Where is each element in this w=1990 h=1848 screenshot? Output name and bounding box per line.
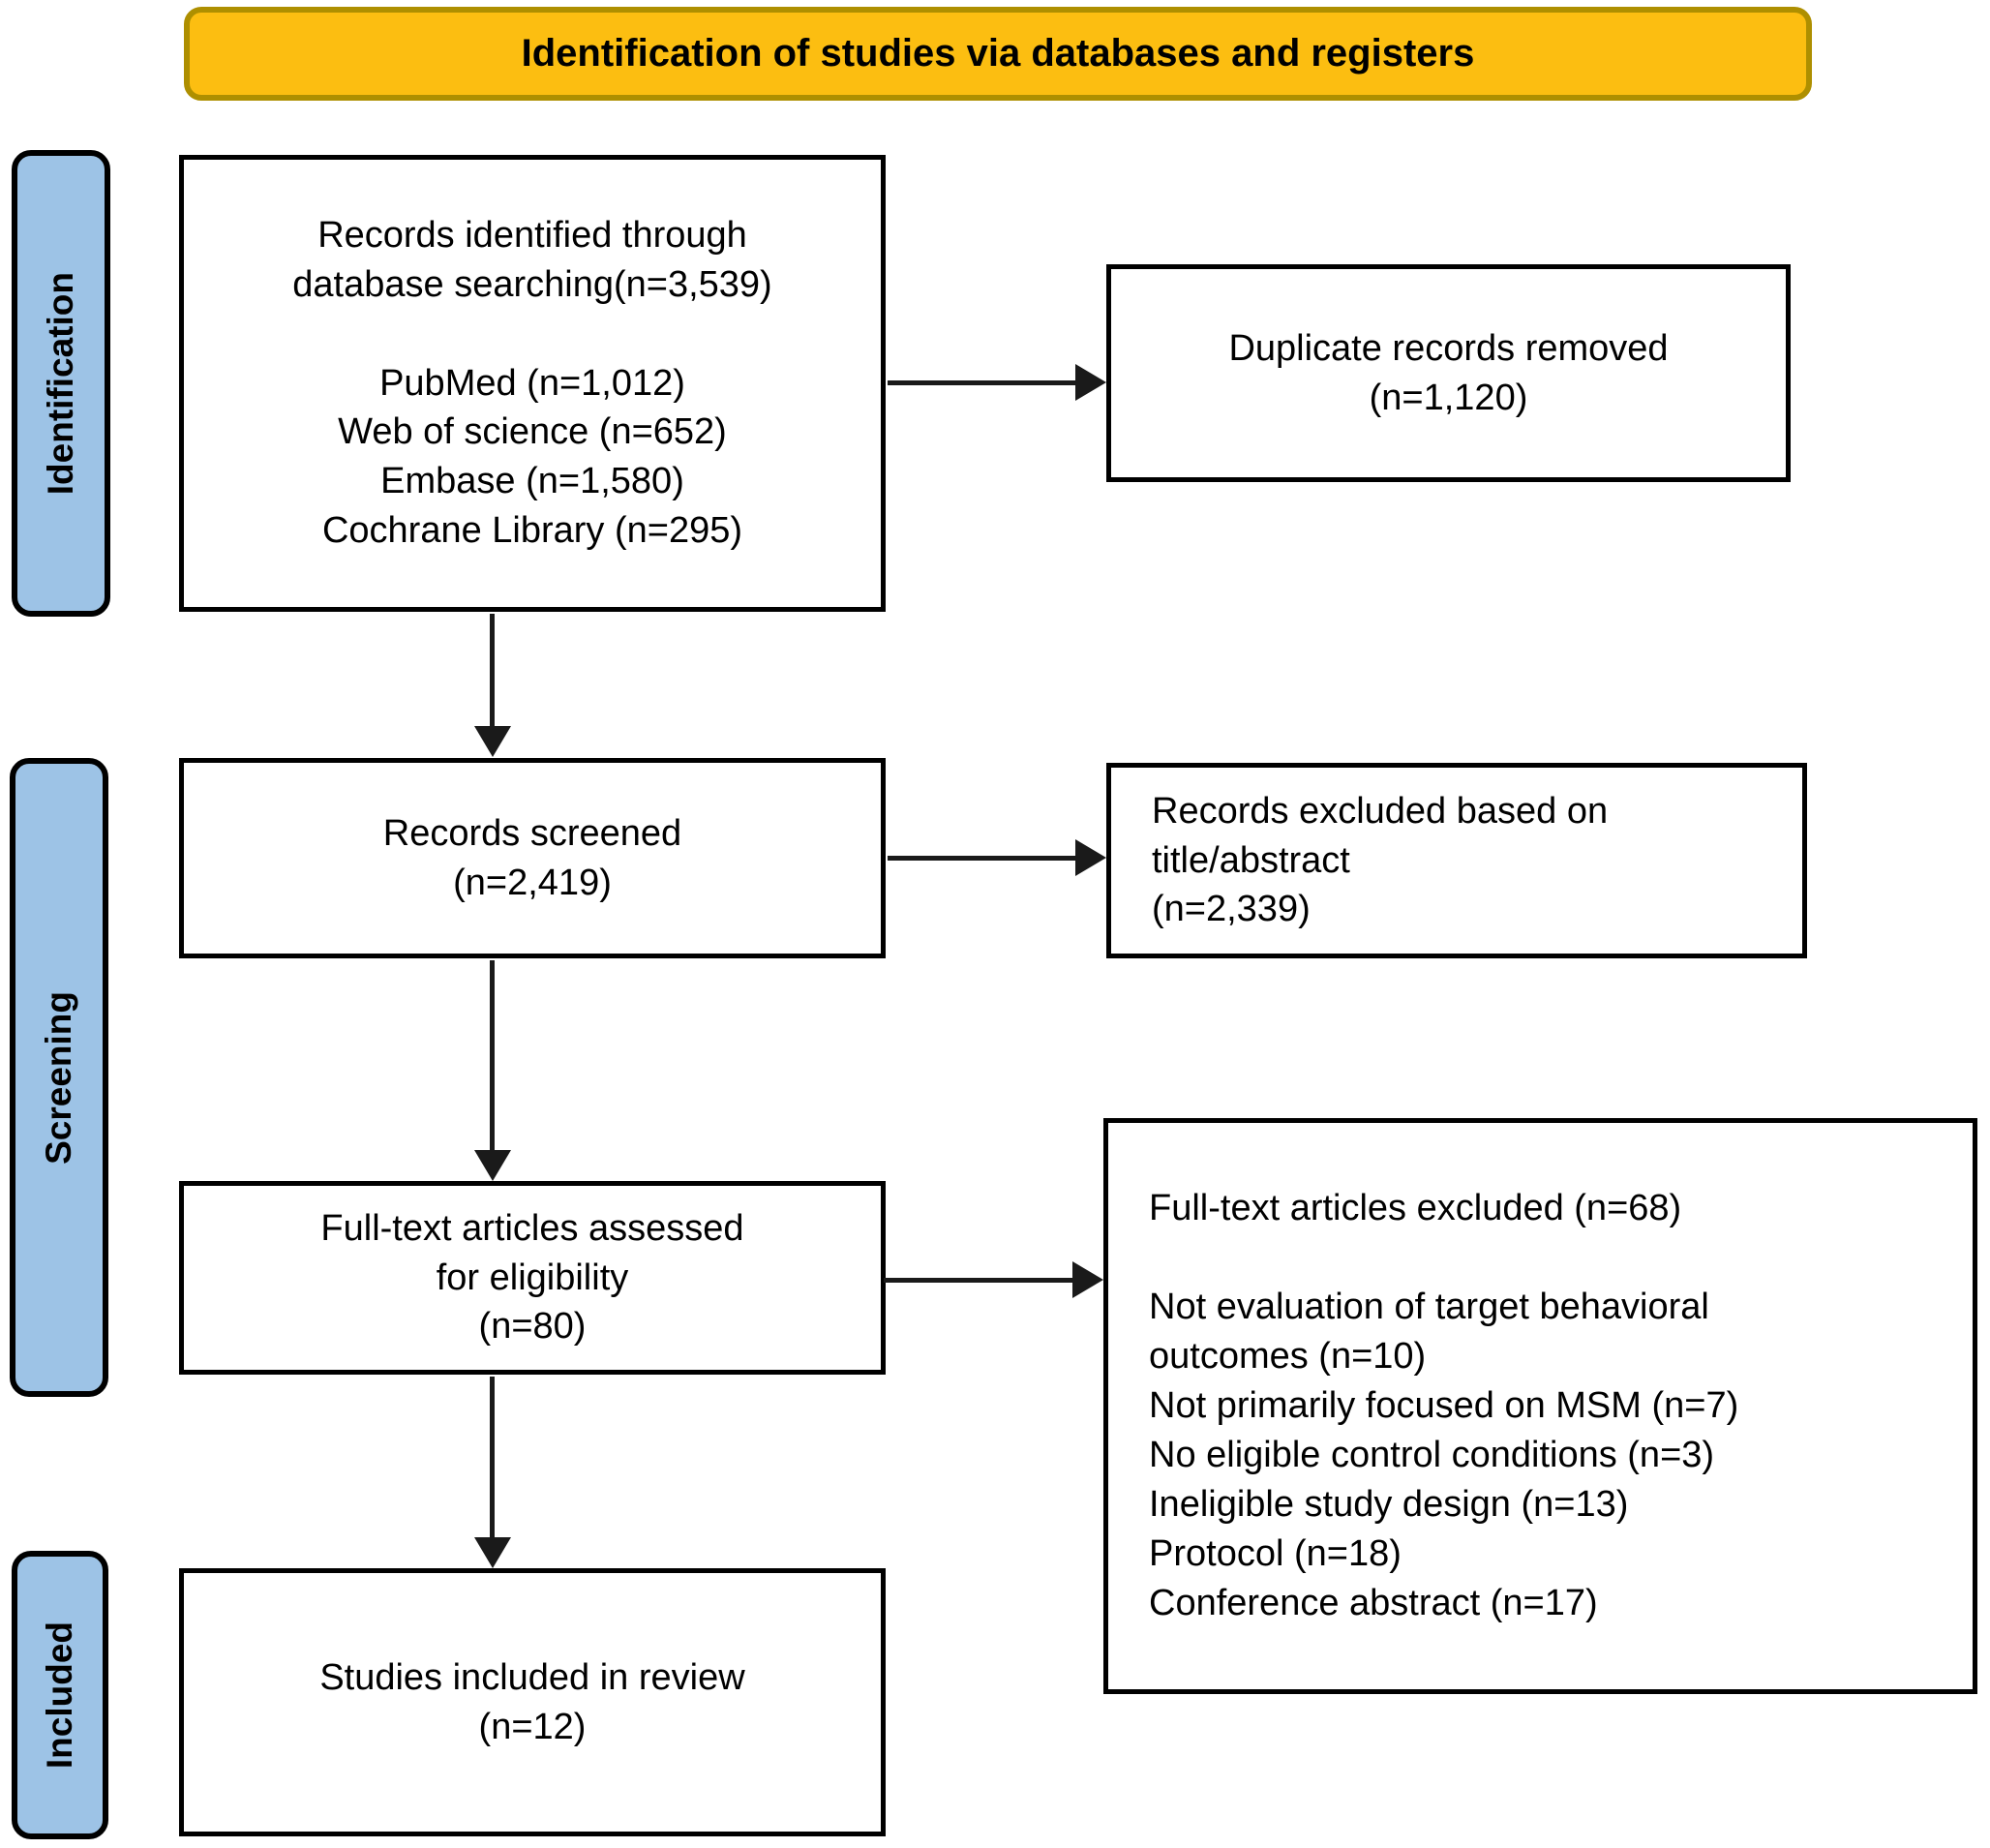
- arrow-fulltext-to-ftexcluded-line: [884, 1278, 1074, 1283]
- records-identified-line: PubMed (n=1,012): [379, 362, 685, 404]
- arrow-right-head-icon: [1075, 839, 1106, 876]
- title-banner: Identification of studies via databases …: [184, 7, 1812, 101]
- box-fulltext-assessed: Full-text articles assessed for eligibil…: [179, 1181, 886, 1375]
- arrow-identified-to-screened-line: [490, 614, 495, 728]
- records-screened-line: (n=2,419): [453, 862, 612, 903]
- arrow-down-head-icon: [474, 726, 511, 757]
- box-records-excluded: Records excluded based on title/abstract…: [1106, 763, 1807, 958]
- fulltext-assessed-line: for eligibility: [436, 1257, 629, 1298]
- records-excluded-line: (n=2,339): [1152, 889, 1311, 930]
- box-studies-included: Studies included in review (n=12): [179, 1568, 886, 1836]
- arrow-fulltext-to-included-line: [490, 1377, 495, 1539]
- studies-included-line: (n=12): [478, 1706, 587, 1747]
- stage-identification-label: Identification: [41, 271, 80, 496]
- records-identified-line: database searching(n=3,539): [292, 263, 772, 305]
- arrow-right-head-icon: [1072, 1261, 1103, 1298]
- diagram-title: Identification of studies via databases …: [521, 32, 1475, 75]
- fulltext-excluded-line: Ineligible study design (n=13): [1149, 1483, 1629, 1525]
- studies-included-line: Studies included in review: [319, 1656, 745, 1698]
- box-records-screened: Records screened (n=2,419): [179, 758, 886, 958]
- box-records-identified: Records identified through database sear…: [179, 155, 886, 612]
- arrow-down-head-icon: [474, 1150, 511, 1181]
- stage-screening-label: Screening: [39, 990, 78, 1165]
- stage-included-label: Included: [40, 1621, 79, 1770]
- arrow-screened-to-excluded-line: [888, 856, 1079, 861]
- stage-screening: Screening: [10, 758, 108, 1397]
- records-identified-line: Cochrane Library (n=295): [321, 510, 743, 552]
- arrow-right-head-icon: [1075, 364, 1106, 401]
- fulltext-excluded-line: Conference abstract (n=17): [1149, 1582, 1598, 1623]
- stage-included: Included: [12, 1551, 108, 1839]
- stage-identification: Identification: [12, 150, 110, 617]
- duplicates-removed-line: Duplicate records removed: [1228, 327, 1669, 369]
- fulltext-excluded-line: outcomes (n=10): [1149, 1336, 1427, 1378]
- records-identified-line: Embase (n=1,580): [380, 461, 684, 502]
- records-screened-line: Records screened: [382, 812, 682, 854]
- records-excluded-line: Records excluded based on: [1152, 790, 1609, 832]
- arrow-down-head-icon: [474, 1537, 511, 1568]
- fulltext-excluded-line: Protocol (n=18): [1149, 1532, 1402, 1574]
- fulltext-assessed-line: Full-text articles assessed: [320, 1207, 744, 1249]
- box-fulltext-excluded: Full-text articles excluded (n=68) Not e…: [1103, 1118, 1977, 1694]
- arrow-screened-to-fulltext-line: [490, 960, 495, 1152]
- fulltext-assessed-line: (n=80): [478, 1306, 587, 1348]
- fulltext-excluded-line: Full-text articles excluded (n=68): [1149, 1188, 1682, 1229]
- fulltext-excluded-line: No eligible control conditions (n=3): [1149, 1434, 1715, 1475]
- arrow-identified-to-duplicates-line: [888, 380, 1079, 385]
- fulltext-excluded-line: Not evaluation of target behavioral: [1149, 1287, 1709, 1328]
- records-identified-line: Records identified through: [317, 214, 747, 256]
- fulltext-excluded-line: Not primarily focused on MSM (n=7): [1149, 1385, 1739, 1427]
- records-identified-line: Web of science (n=652): [338, 411, 727, 453]
- duplicates-removed-line: (n=1,120): [1369, 377, 1528, 418]
- records-excluded-line: title/abstract: [1152, 839, 1350, 881]
- box-duplicates-removed: Duplicate records removed (n=1,120): [1106, 264, 1791, 482]
